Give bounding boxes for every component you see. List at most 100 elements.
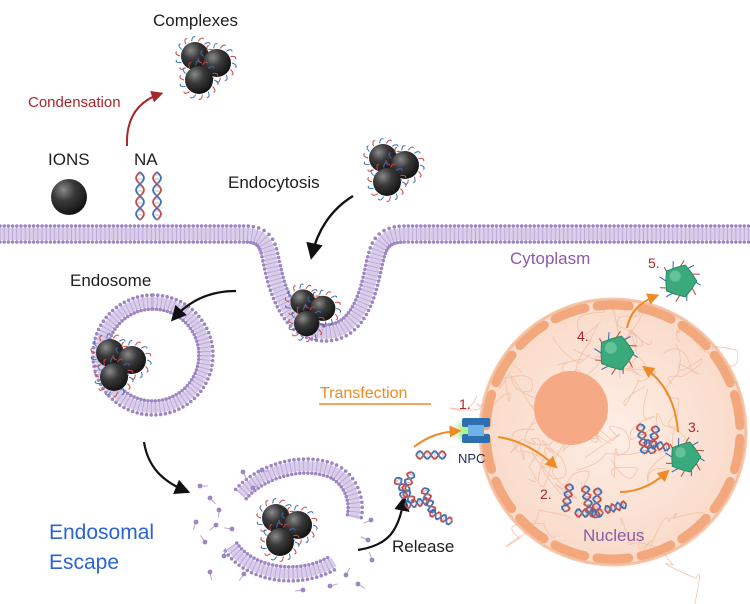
envelope-segment <box>636 540 676 561</box>
step-5-label: 5. <box>648 255 660 271</box>
nanoparticle-icon <box>367 162 407 202</box>
import-arrow <box>413 425 462 448</box>
nanoparticle-icon <box>51 179 87 215</box>
free-lipid <box>368 552 375 563</box>
nucleolus <box>534 371 608 445</box>
condense-arrow <box>619 469 670 493</box>
condensed-dna-icon <box>665 437 705 477</box>
step-3-label: 3. <box>688 419 700 435</box>
free-lipid <box>363 517 374 524</box>
free-lipid <box>238 571 247 581</box>
endocytosis-arrow <box>306 194 354 260</box>
dna-helix-icon <box>643 439 671 452</box>
rupture-arc-top <box>233 457 364 520</box>
to-endosome-arrow <box>170 289 237 322</box>
free-lipid <box>207 569 213 580</box>
envelope-segment <box>491 350 517 388</box>
free-lipid <box>360 536 371 543</box>
entry-arrow <box>497 436 558 469</box>
plasma-membrane <box>0 224 750 343</box>
free-lipid <box>294 587 306 593</box>
envelope-segment <box>677 513 711 544</box>
nanoparticle-icon <box>94 357 134 397</box>
dna-helix-icon <box>560 483 575 513</box>
nanoparticle-icon <box>112 340 152 380</box>
envelope-segment <box>550 540 590 561</box>
free-lipid <box>209 522 219 531</box>
step-4-label: 4. <box>577 328 589 344</box>
envelope-segment <box>592 553 634 564</box>
dna-helix-icon <box>399 471 416 500</box>
envelope-segment <box>515 320 549 351</box>
free-lipid <box>197 483 208 489</box>
envelope-segment <box>729 433 745 475</box>
transfection-label: Transfection <box>320 385 408 402</box>
to-escape-arrow <box>142 441 191 495</box>
dna-helix-icon <box>135 171 145 221</box>
envelope-segment <box>550 303 590 324</box>
condensed-dna-icon <box>659 260 701 302</box>
release-label: Release <box>392 537 455 556</box>
dna-helix-icon <box>574 508 604 518</box>
envelope-segment <box>491 476 517 514</box>
na-label: NA <box>134 150 158 169</box>
ions-label: IONS <box>48 150 90 169</box>
nanoparticle-icon <box>288 305 325 343</box>
envelope-segment <box>592 300 634 311</box>
free-lipid <box>259 467 270 473</box>
free-lipid <box>221 548 227 559</box>
complexes-label: Complexes <box>153 11 239 30</box>
dna-helix-icon <box>404 496 430 510</box>
nanoparticle-icon <box>260 522 300 562</box>
endosome-label: Endosome <box>70 271 152 290</box>
rupture-arc-bottom <box>223 541 337 583</box>
free-lipid <box>327 583 338 589</box>
np-na-complex-icon <box>363 138 425 202</box>
migrate-arrow <box>642 365 679 433</box>
dna-helix-icon <box>590 487 603 519</box>
step-2-label: 2. <box>540 486 552 502</box>
ruptured-endosome <box>192 457 375 593</box>
dna-helix-icon <box>429 508 453 526</box>
dna-helix-icon <box>604 500 628 515</box>
nanoparticle-complexes <box>51 36 705 562</box>
envelope-segment <box>729 390 745 431</box>
dna-helix-icon <box>635 423 650 455</box>
np-na-complex-icon <box>175 36 237 100</box>
free-lipid <box>192 519 199 530</box>
envelope-segment <box>515 513 549 544</box>
free-lipid <box>355 581 366 589</box>
envelope-segment <box>677 320 711 351</box>
free-lipid <box>200 535 208 545</box>
free-lipid <box>343 567 351 578</box>
envelope-segment <box>636 303 676 324</box>
condensation-arrow <box>125 90 164 147</box>
envelope-segment <box>709 476 735 514</box>
plasma-membrane-bilayer <box>0 224 750 343</box>
np-na-complex-icon <box>256 498 318 562</box>
endosomal-escape-line2: Escape <box>49 551 120 574</box>
endosomal-escape-line1: Endosomal <box>49 521 155 544</box>
dna-helix-icon <box>152 171 162 221</box>
npc-label: NPC <box>458 451 486 466</box>
free-lipid <box>250 483 261 491</box>
release-arrow <box>357 495 410 552</box>
dna-helix-icon <box>415 449 447 461</box>
endocytosis-label: Endocytosis <box>228 173 320 192</box>
free-lipid <box>240 469 248 480</box>
free-lipid <box>224 526 235 532</box>
free-lipid <box>207 495 216 505</box>
cytoplasm-label: Cytoplasm <box>510 249 591 268</box>
envelope-segment <box>709 350 735 388</box>
free-lipid <box>216 507 222 519</box>
condensation-label: Condensation <box>28 94 121 111</box>
condensed-dna-icon <box>594 331 638 375</box>
nuclear-pore-complex-icon <box>453 417 490 445</box>
exit-arrow <box>626 293 660 329</box>
np-na-complex-icon <box>90 333 152 397</box>
nucleus-label: Nucleus <box>583 526 645 545</box>
step-1-label: 1. <box>459 396 471 412</box>
np-na-complex-icon <box>284 283 342 343</box>
nucleus <box>449 297 748 604</box>
nanoparticle-icon <box>179 60 219 100</box>
